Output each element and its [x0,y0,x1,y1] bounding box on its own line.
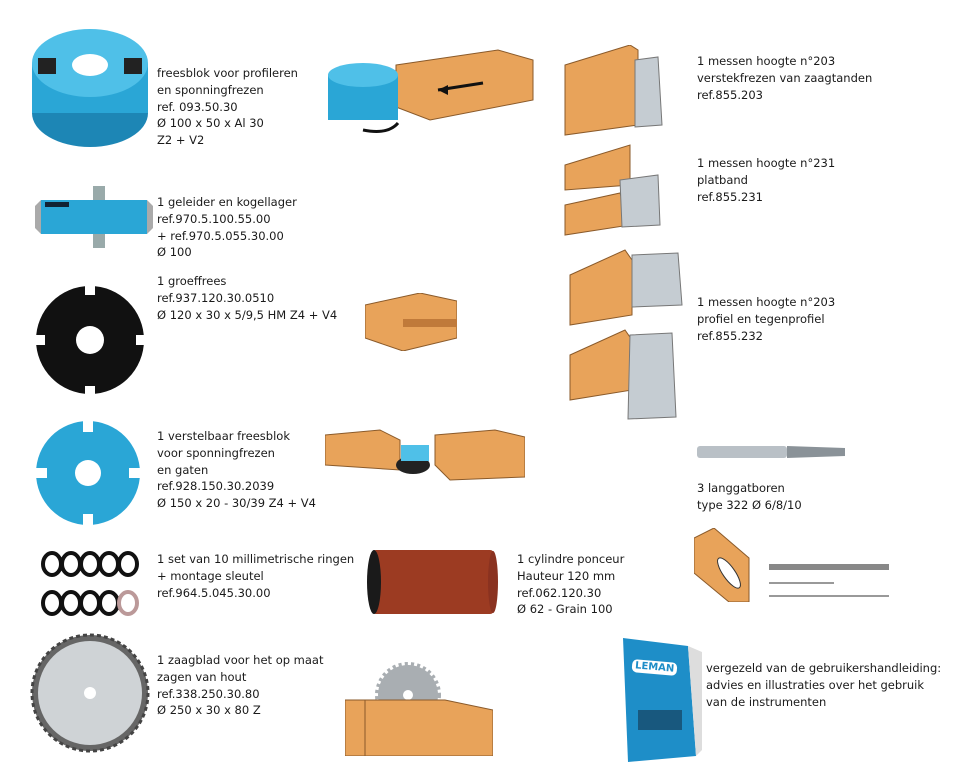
item-messen-203: 1 messen hoogte n°203 verstekfrezen van z… [697,53,872,103]
line: Ø 100 [157,245,192,260]
line: Hauteur 120 mm [517,568,616,583]
line: Ø 150 x 20 - 30/39 Z4 + V4 [157,496,316,511]
ringen-image [41,551,139,616]
line: ref.062.120.30 [517,585,602,600]
drill-bit-image [697,446,845,458]
line: advies en illustraties over het gebruik [706,677,925,692]
line: ref.970.5.100.55.00 [157,211,271,226]
freesblok-image [32,29,148,147]
manual-booklet-image [623,638,702,762]
knife-profiles-image [564,45,683,420]
line: ref.855.232 [697,328,763,343]
item-geleider: 1 geleider en kogellager ref.970.5.100.55… [157,194,297,261]
line: 1 messen hoogte n°203 [697,295,836,309]
line: ref. 093.50.30 [157,99,238,114]
line: ref.338.250.30.80 [157,686,260,701]
item-handleiding: vergezeld van de gebruikershandleiding: a… [706,660,941,710]
drill-diagram-image [694,528,889,602]
saw-wood-image [345,662,493,756]
line: ref.964.5.045.30.00 [157,585,271,600]
line: 1 messen hoogte n°231 [697,156,836,170]
line: en gaten [157,462,209,477]
item-zaagblad: 1 zaagblad voor het op maat zagen van hou… [157,652,324,719]
line: platband [697,172,748,187]
line: Ø 62 - Grain 100 [517,602,613,617]
line: type 322 Ø 6/8/10 [697,497,802,512]
line: 1 groeffrees [157,274,227,288]
line: ref.855.231 [697,189,763,204]
item-messen-231: 1 messen hoogte n°231 platband ref.855.231 [697,155,835,205]
sanding-cylinder-image [367,550,498,614]
item-ringen: 1 set van 10 millimetrische ringen + mont… [157,551,354,601]
line: 3 langgatboren [697,481,785,495]
geleider-image [35,186,153,248]
line: ref.855.203 [697,87,763,102]
item-groeffrees: 1 groeffrees ref.937.120.30.0510 Ø 120 x 3… [157,273,337,323]
line: 1 cylindre ponceur [517,552,625,566]
line: en sponningfrezen [157,82,264,97]
groove-wood-image [365,293,457,351]
line: voor sponningfrezen [157,445,275,460]
line: ref.937.120.30.0510 [157,290,275,305]
item-langgatboren: 3 langgatboren type 322 Ø 6/8/10 [697,480,802,514]
line: Ø 250 x 30 x 80 Z [157,703,261,718]
line: 1 set van 10 millimetrische ringen [157,552,355,566]
line: vergezeld van de gebruikershandleiding: [706,661,942,675]
item-verstelbaar-freesblok: 1 verstelbaar freesblok voor sponningfrez… [157,428,316,512]
line: profiel en tegenprofiel [697,311,825,326]
item-freesblok: freesblok voor profileren en sponningfrez… [157,65,298,149]
item-messen-232: 1 messen hoogte n°203 profiel en tegenpro… [697,294,835,344]
verstelbaar-freesblok-image [33,418,143,528]
line: ref.928.150.30.2039 [157,479,275,494]
line: zagen van hout [157,669,247,684]
line: freesblok voor profileren [157,66,298,80]
cutter-wood-image [328,49,534,133]
line: Ø 100 x 50 x Al 30 [157,116,264,131]
groeffrees-image [33,283,148,398]
line: Ø 120 x 30 x 5/9,5 HM Z4 + V4 [157,307,338,322]
line: verstekfrezen van zaagtanden [697,70,873,85]
line: + ref.970.5.055.30.00 [157,228,284,243]
line: 1 verstelbaar freesblok [157,429,290,443]
line: van de instrumenten [706,694,827,709]
line: 1 messen hoogte n°203 [697,54,836,68]
assembly-image [325,429,525,481]
line: Z2 + V2 [157,133,205,148]
line: 1 zaagblad voor het op maat [157,653,324,667]
line: 1 geleider en kogellager [157,195,297,209]
line: + montage sleutel [157,568,264,583]
zaagblad-image [30,633,150,753]
